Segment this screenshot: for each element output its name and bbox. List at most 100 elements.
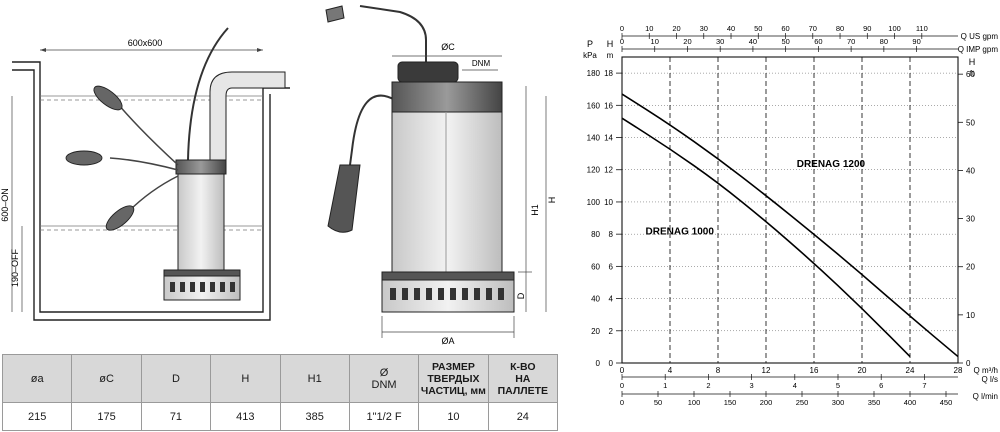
- lmin-tick-label: 200: [760, 398, 773, 407]
- tick-label-ft: 40: [966, 166, 975, 175]
- lmin-tick-label: 100: [688, 398, 701, 407]
- tick-label-kpa: 20: [591, 327, 600, 336]
- header-h1: H1: [279, 354, 350, 403]
- lmin-unit: Q l/min: [973, 392, 998, 401]
- dim-a-label: ØA: [441, 336, 454, 346]
- lmin-tick-label: 50: [654, 398, 662, 407]
- tick-label-m3h: 8: [716, 366, 721, 375]
- tick-label-kpa: 0: [596, 359, 601, 368]
- off-level-label: 190–OFF: [10, 248, 20, 287]
- tick-label-m: 14: [604, 134, 613, 143]
- series-line-1: [621, 93, 959, 358]
- impgpm-tick-label: 0: [620, 37, 624, 46]
- axis-label-ft: ft: [970, 69, 975, 78]
- tick-label-ft: 60: [966, 70, 975, 79]
- pit-width-label: 600x600: [128, 38, 163, 48]
- pump-technical-drawing: 600x600 600–ON 190–OFF: [0, 5, 557, 346]
- impgpm-tick-label: 40: [749, 37, 757, 46]
- tick-label-m3h: 20: [858, 366, 867, 375]
- impgpm-tick-label: 90: [912, 37, 920, 46]
- tick-label-m3h: 28: [954, 366, 963, 375]
- impgpm-unit: Q IMP gpm: [958, 45, 999, 54]
- usgpm-tick-label: 110: [916, 24, 928, 33]
- usgpm-tick-label: 30: [700, 24, 708, 33]
- ls-tick-label: 0: [620, 381, 624, 390]
- tick-label-ft: 30: [966, 215, 975, 224]
- lmin-tick-label: 250: [796, 398, 809, 407]
- impgpm-tick-label: 30: [716, 37, 724, 46]
- tick-label-kpa: 100: [587, 198, 601, 207]
- usgpm-tick-label: 10: [645, 24, 653, 33]
- ls-tick-label: 7: [922, 381, 926, 390]
- cell-a: 215: [1, 402, 73, 431]
- header-solids: РАЗМЕР ТВЕРДЫХ ЧАСТИЦ, мм: [418, 354, 489, 403]
- cell-dnm: 1"1/2 F: [348, 402, 420, 431]
- impgpm-tick-label: 20: [683, 37, 691, 46]
- power-cable: [187, 27, 229, 161]
- tick-label-ft: 20: [966, 263, 975, 272]
- usgpm-tick-label: 0: [620, 24, 624, 33]
- sump-pit: [12, 61, 290, 321]
- ls-tick-label: 3: [750, 381, 754, 390]
- tick-label-ft: 50: [966, 118, 975, 127]
- tick-label-m3h: 16: [810, 366, 819, 375]
- usgpm-tick-label: 90: [863, 24, 871, 33]
- ls-unit: Q l/s: [982, 375, 998, 384]
- on-level-label: 600–ON: [0, 188, 10, 222]
- tick-label-kpa: 60: [591, 262, 600, 271]
- cell-solids: 10: [418, 402, 489, 431]
- tick-label-m3h: 4: [668, 366, 673, 375]
- tick-label-m: 0: [609, 359, 614, 368]
- series-line-2: [621, 117, 911, 358]
- lmin-tick-label: 150: [724, 398, 737, 407]
- chart-grid: [622, 57, 958, 363]
- tick-label-m: 8: [609, 230, 614, 239]
- axis-label-kpa: kPa: [583, 51, 597, 60]
- dim-h-label: H: [547, 197, 557, 204]
- axis-label-p: P: [587, 39, 593, 49]
- lmin-tick-label: 0: [620, 398, 624, 407]
- tick-label-m3h: 12: [762, 366, 771, 375]
- plot-frame: [621, 56, 959, 364]
- chart-ticks: 0204060801001201401601800246810121416180…: [583, 24, 998, 407]
- cell-d: 71: [140, 402, 212, 431]
- tick-label-kpa: 80: [591, 230, 600, 239]
- axis-label-h-left: H: [607, 39, 614, 49]
- header-c: øC: [71, 354, 142, 403]
- ls-tick-label: 4: [793, 381, 797, 390]
- header-pallet: К-ВО НА ПАЛЛЕТЕ: [487, 354, 559, 403]
- tick-label-kpa: 180: [587, 69, 601, 78]
- tick-label-m3h: 0: [620, 366, 625, 375]
- tick-label-m: 2: [609, 327, 614, 336]
- spec-table: øa øC D H H1 Ø DNM РАЗМЕР ТВЕРДЫХ ЧАСТИЦ…: [1, 354, 559, 431]
- axis-label-m3h: Q m³/h: [974, 366, 998, 375]
- cell-c: 175: [71, 402, 142, 431]
- tick-label-m: 6: [609, 262, 614, 271]
- impgpm-tick-label: 80: [880, 37, 888, 46]
- lmin-tick-label: 400: [904, 398, 917, 407]
- ls-tick-label: 2: [706, 381, 710, 390]
- usgpm-tick-label: 50: [754, 24, 762, 33]
- tick-label-kpa: 140: [587, 134, 601, 143]
- axis-label-h-right: H: [969, 57, 976, 67]
- header-h: H: [210, 354, 281, 403]
- series-label-1: DRENAG 1200: [797, 159, 866, 170]
- float-switches: [65, 85, 179, 231]
- tick-label-kpa: 40: [591, 295, 600, 304]
- cell-pallet: 24: [487, 402, 559, 431]
- tick-label-m: 10: [604, 198, 613, 207]
- tick-label-kpa: 160: [587, 101, 601, 110]
- spec-table-row: 215 175 71 413 385 1"1/2 F 10 24: [1, 402, 559, 431]
- tick-label-m: 4: [609, 295, 614, 304]
- header-d: D: [140, 354, 212, 403]
- usgpm-unit: Q US gpm: [961, 32, 999, 41]
- spec-table-header-row: øa øC D H H1 Ø DNM РАЗМЕР ТВЕРДЫХ ЧАСТИЦ…: [1, 354, 559, 403]
- impgpm-tick-label: 70: [847, 37, 855, 46]
- lmin-tick-label: 450: [940, 398, 953, 407]
- tick-label-m: 12: [604, 166, 613, 175]
- dim-c-label: ØC: [441, 42, 455, 52]
- usgpm-tick-label: 70: [809, 24, 817, 33]
- usgpm-tick-label: 20: [672, 24, 680, 33]
- lmin-tick-label: 350: [868, 398, 881, 407]
